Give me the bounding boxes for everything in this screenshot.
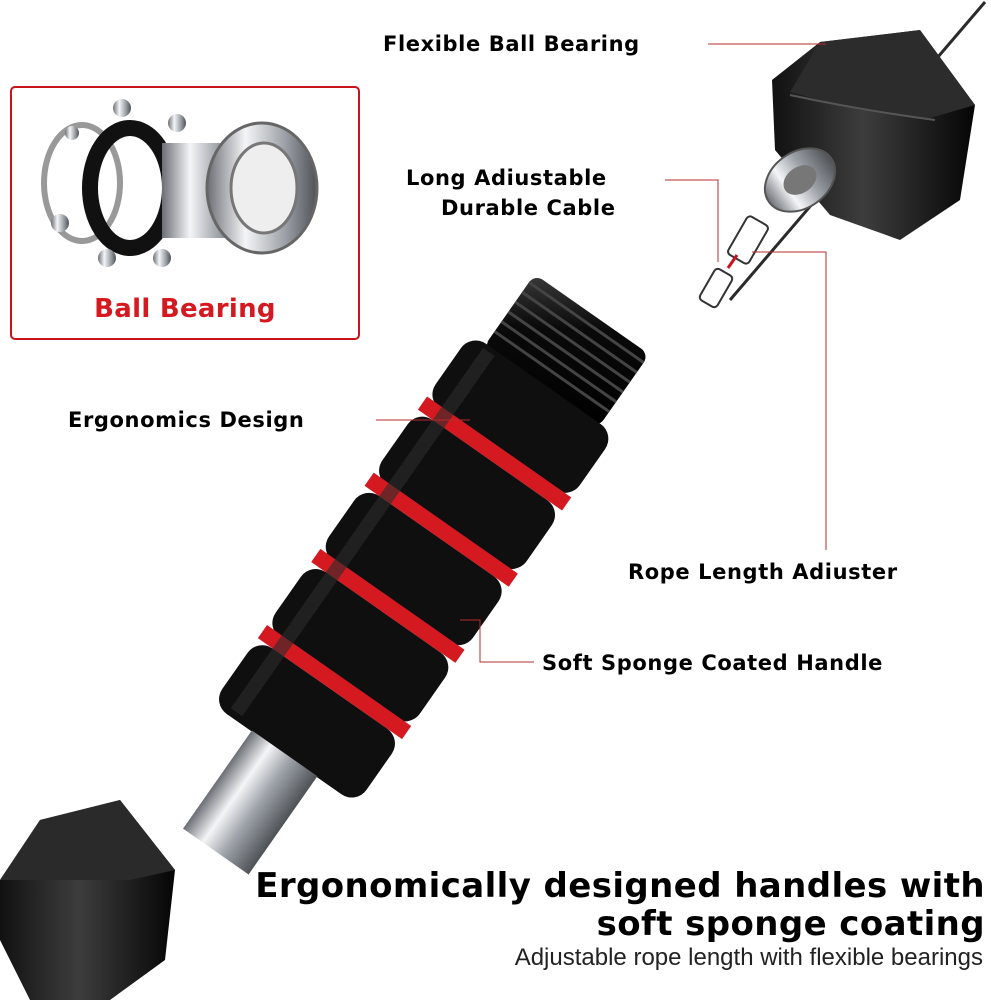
callout-rope-length-adjuster: Rope Length Adiuster — [628, 560, 898, 584]
bottom-end-cap — [0, 800, 175, 1000]
inset-label: Ball Bearing — [94, 294, 276, 324]
handle-body — [183, 278, 646, 875]
bearing-ring — [763, 147, 837, 213]
callout-lines — [376, 43, 827, 663]
callout-long-cable-line2: Durable Cable — [441, 196, 616, 220]
headline-line1: Ergonomically designed handles with — [255, 866, 985, 906]
callout-flexible-ball-bearing: Flexible Ball Bearing — [383, 32, 640, 56]
headline-subtitle: Adjustable rope length with flexible bea… — [514, 944, 983, 971]
rope-adjuster — [698, 215, 769, 309]
ball-bearing-inset: Ball Bearing — [10, 86, 360, 340]
callout-soft-sponge-handle: Soft Sponge Coated Handle — [542, 651, 883, 675]
callout-ergonomics-design: Ergonomics Design — [68, 408, 305, 432]
callout-long-cable-line1: Long Adiustable — [406, 166, 607, 190]
headline-line2: soft sponge coating — [596, 904, 985, 944]
ball-bearing-exploded-icon — [41, 99, 319, 267]
